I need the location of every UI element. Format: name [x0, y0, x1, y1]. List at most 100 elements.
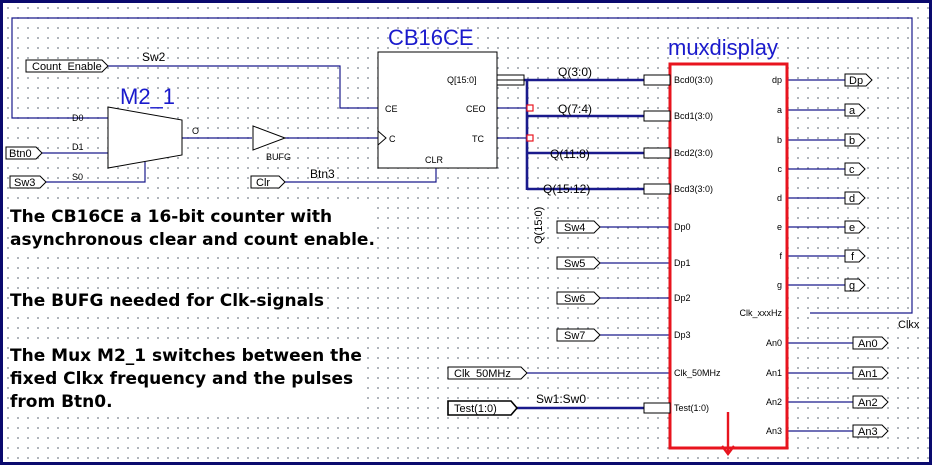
port-sw6[interactable]: Sw6	[556, 291, 601, 305]
svg-text:b: b	[849, 135, 855, 147]
port-sw5[interactable]: Sw5	[556, 256, 601, 270]
svg-text:An1: An1	[858, 368, 878, 380]
svg-text:An2: An2	[858, 397, 878, 409]
pin-f: f	[779, 251, 782, 261]
pin-an0: An0	[766, 338, 782, 348]
port-out-an2[interactable]: An2	[852, 395, 889, 409]
pin-ceo: CEO	[466, 104, 486, 114]
pin-an1: An1	[766, 368, 782, 378]
svg-text:An3: An3	[858, 426, 878, 438]
port-out-an3[interactable]: An3	[852, 424, 889, 438]
pin-d1: D1	[72, 142, 84, 152]
port-clk50[interactable]: Clk_50MHz	[447, 366, 528, 380]
svg-text:Btn0: Btn0	[9, 148, 32, 160]
port-sw4[interactable]: Sw4	[556, 220, 601, 234]
wire-btn3	[285, 168, 437, 183]
port-count-enable[interactable]: Count_Enable	[25, 59, 109, 73]
counter-title: CB16CE	[388, 25, 474, 50]
bufg-label: BUFG	[266, 152, 291, 162]
pin-e: e	[777, 222, 782, 232]
display-right-pins: dp a b c d e f g Clk_xxxHz An0 An1 An2 A…	[739, 75, 782, 436]
pin-ce: CE	[385, 104, 398, 114]
pin-o: O	[192, 126, 199, 136]
svg-text:Clk_50MHz: Clk_50MHz	[454, 368, 511, 380]
net-q2: Q(11:8)	[550, 147, 590, 161]
input-ports: Count_Enable Btn0 Sw3 Clr Sw4 Sw5 Sw6 S	[5, 59, 601, 416]
note-counter: The CB16CE a 16-bit counter with asynchr…	[10, 206, 375, 252]
display-left-pins: Bcd0(3:0) Bcd1(3:0) Bcd2(3:0) Bcd3(3:0) …	[674, 75, 721, 413]
pin-q: Q[15:0]	[447, 75, 477, 85]
display-block[interactable]: muxdisplay Bcd0(3:0) Bcd1(3:0) Bcd2(3:0)…	[643, 35, 789, 456]
svg-text:An0: An0	[858, 338, 878, 350]
net-q0: Q(3:0)	[558, 65, 592, 79]
pin-test: Test(1:0)	[674, 403, 709, 413]
down-arrow-icon	[721, 412, 735, 456]
port-sw3[interactable]: Sw3	[9, 175, 47, 189]
display-title: muxdisplay	[668, 35, 778, 60]
port-sw7[interactable]: Sw7	[556, 328, 601, 342]
pin-clkxxx: Clk_xxxHz	[739, 308, 782, 318]
pin-bcd3: Bcd3(3:0)	[674, 184, 713, 194]
svg-text:Dp: Dp	[849, 75, 863, 87]
note-mux: The Mux M2_1 switches between the fixed …	[10, 345, 362, 414]
pin-dp3: Dp3	[674, 330, 691, 340]
pin-an2: An2	[766, 397, 782, 407]
port-out-dp[interactable]: Dp	[844, 73, 873, 87]
pin-dp1: Dp1	[674, 258, 691, 268]
pin-clr: CLR	[425, 155, 444, 165]
counter-block[interactable]: CB16CE Q[15:0] CEO TC CE C CLR	[377, 25, 534, 169]
pin-clk50: Clk_50MHz	[674, 368, 721, 378]
ceo-marker	[526, 104, 534, 112]
port-clr[interactable]: Clr	[250, 175, 286, 189]
pin-tc: TC	[472, 134, 484, 144]
port-out-c[interactable]: c	[844, 162, 866, 176]
wire-sw2	[108, 65, 378, 109]
wire-clkx	[11, 17, 913, 314]
port-out-e[interactable]: e	[844, 220, 866, 234]
port-test[interactable]: Test(1:0)	[447, 400, 519, 416]
svg-text:f: f	[851, 251, 855, 263]
port-out-a[interactable]: a	[844, 103, 866, 117]
pin-dp: dp	[772, 75, 782, 85]
display-outline	[668, 62, 789, 450]
net-sw2: Sw2	[142, 50, 166, 64]
port-out-b[interactable]: b	[844, 133, 866, 147]
pin-b: b	[777, 135, 782, 145]
pin-an3: An3	[766, 426, 782, 436]
svg-text:Test(1:0): Test(1:0)	[454, 403, 497, 415]
net-q-full: Q(15:0)	[533, 207, 545, 244]
pin-c: c	[778, 164, 783, 174]
pin-s0: S0	[72, 172, 83, 182]
port-out-an0[interactable]: An0	[852, 336, 889, 350]
port-out-an1[interactable]: An1	[852, 366, 889, 380]
port-out-f[interactable]: f	[844, 249, 866, 263]
bufg-block[interactable]: BUFG	[252, 125, 291, 162]
port-out-d[interactable]: d	[844, 191, 866, 205]
mux-title: M2_1	[120, 84, 175, 109]
port-out-g[interactable]: g	[844, 278, 866, 292]
svg-text:c: c	[849, 164, 855, 176]
pin-d: d	[777, 193, 782, 203]
svg-text:Sw5: Sw5	[564, 258, 585, 270]
svg-text:Sw7: Sw7	[564, 330, 585, 342]
pin-a: a	[777, 105, 782, 115]
net-q1: Q(7:4)	[558, 102, 592, 116]
mux-block[interactable]: M2_1 D0 D1 S0 O	[72, 84, 199, 182]
svg-text:Sw4: Sw4	[564, 222, 585, 234]
bus-q	[497, 78, 529, 190]
svg-text:Clr: Clr	[256, 177, 270, 189]
pin-bcd2: Bcd2(3:0)	[674, 148, 713, 158]
svg-text:Count_Enable: Count_Enable	[32, 61, 102, 73]
port-btn0[interactable]: Btn0	[5, 146, 43, 160]
net-sw1sw0: Sw1:Sw0	[536, 392, 586, 406]
output-ports: Dp a b c d e f g An0 An1 An2 An3	[844, 73, 889, 438]
net-clkx: Clkx	[898, 319, 920, 331]
svg-text:d: d	[849, 193, 855, 205]
pin-bcd1: Bcd1(3:0)	[674, 111, 713, 121]
pin-g: g	[777, 280, 782, 290]
net-q3: Q(15:12)	[543, 182, 590, 196]
pin-dp0: Dp0	[674, 222, 691, 232]
pin-c: C	[389, 134, 396, 144]
tc-marker	[526, 134, 534, 142]
